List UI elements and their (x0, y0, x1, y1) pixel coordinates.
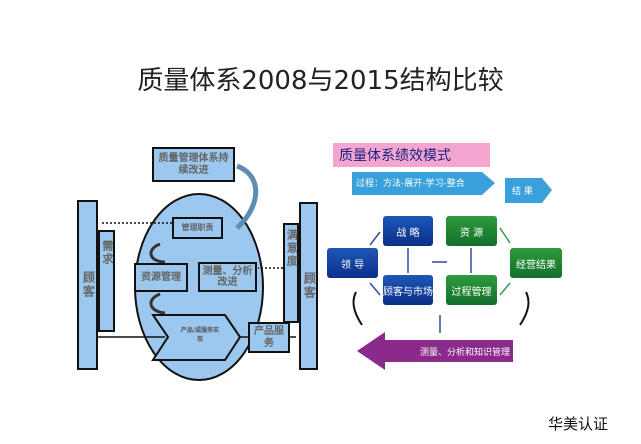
footer-brand: 华美认证 (548, 415, 609, 433)
process-label: 过程：方法-展开-学习-整合 (356, 179, 465, 189)
requirements-box: 需求 (98, 230, 115, 332)
process-management-box: 过程管理 (446, 275, 497, 305)
leadership-box: 领 导 (327, 248, 378, 278)
satisfaction-box: 满意度 (283, 223, 299, 323)
customer-market-box: 顾客与市场 (383, 275, 433, 305)
product-realization-label: 产品/或服务实现 (180, 327, 220, 343)
business-results-box: 经营结果 (510, 248, 562, 278)
strategy-box: 战 略 (383, 216, 433, 246)
measure-box: 测量、分析改进 (198, 262, 257, 292)
performance-model-header: 质量体系绩效模式 (333, 143, 490, 167)
process-arrow-shape (352, 172, 495, 195)
product-realization-arrow (151, 314, 242, 361)
measurement-arrow-shape (357, 332, 513, 370)
continuous-improvement-box: 质量管理体系持续改进 (152, 147, 235, 182)
resource-box: 资源管理 (134, 263, 188, 292)
customer-right-box: 顾客 (299, 202, 318, 370)
customer-left-box: 顾客 (77, 200, 98, 370)
measurement-label: 测量、分析和知识管理 (420, 348, 511, 358)
slide-title: 质量体系2008与2015结构比较 (137, 66, 504, 96)
product-service-box: 产品服务 (248, 322, 290, 353)
resources-box: 资 源 (446, 216, 497, 246)
result-label: 结 果 (512, 187, 533, 197)
management-box: 管理职责 (172, 217, 223, 239)
result-arrow-shape (505, 178, 552, 203)
